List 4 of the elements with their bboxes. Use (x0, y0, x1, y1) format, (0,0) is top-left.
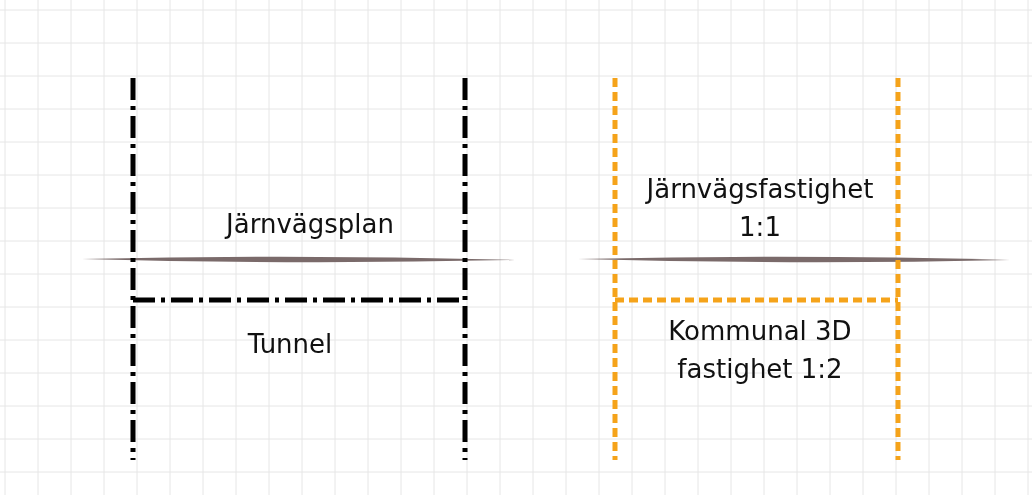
area-label: Järnvägsplan (223, 208, 395, 241)
area-label: Järnvägsfastighet 1:1 (644, 173, 875, 244)
area-label: Tunnel (246, 328, 334, 361)
area-label: Kommunal 3D fastighet 1:2 (667, 315, 853, 386)
